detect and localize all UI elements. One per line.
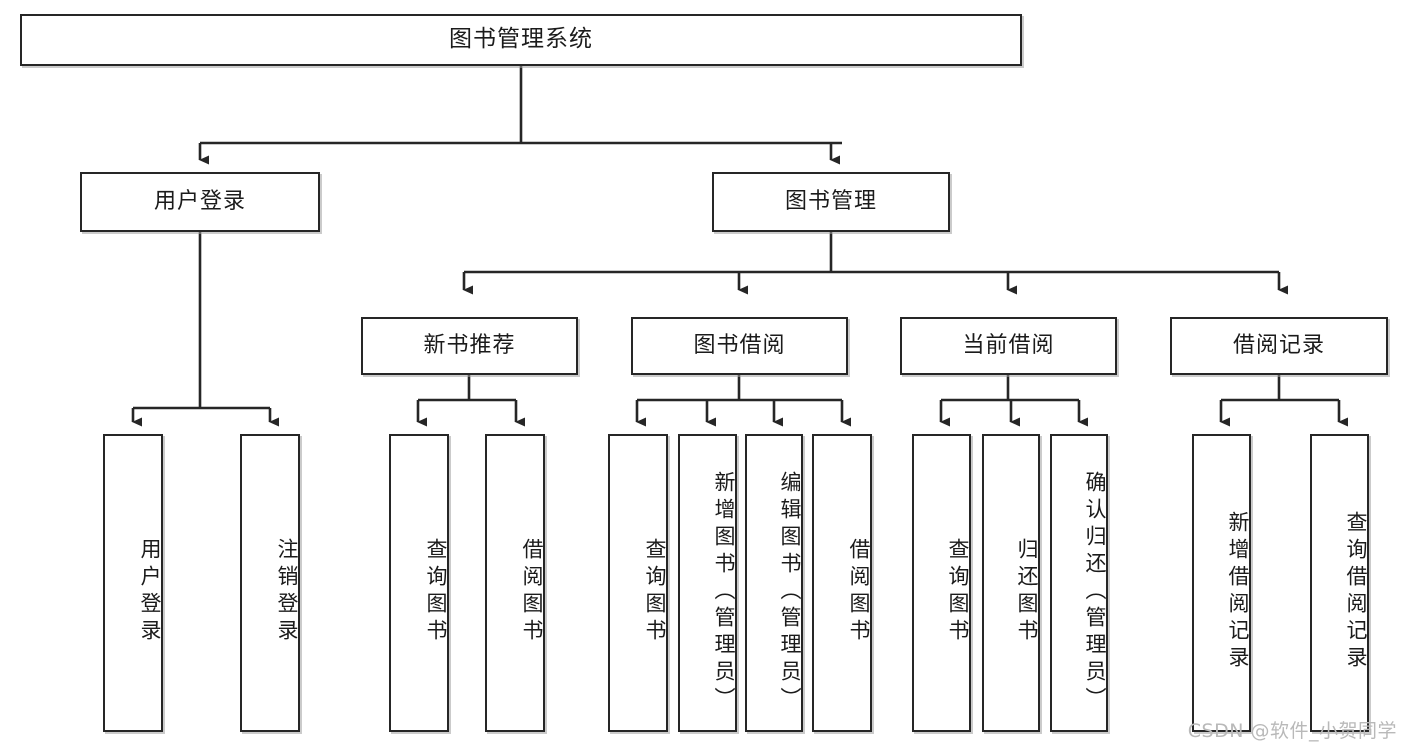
node-borrow-record[interactable]: 借阅记录 [1170, 317, 1388, 375]
node-leaf-borrow-book-2[interactable]: 借阅图书 [812, 434, 872, 732]
node-leaf-borrow-book-1[interactable]: 借阅图书 [485, 434, 545, 732]
node-leaf-query-borrow-record[interactable]: 查询借阅记录 [1310, 434, 1369, 732]
node-leaf-add-book[interactable]: 新增图书（管理员） [678, 434, 737, 732]
node-new-book-recommend[interactable]: 新书推荐 [361, 317, 578, 375]
node-root[interactable]: 图书管理系统 [20, 14, 1022, 66]
node-book-borrow[interactable]: 图书借阅 [631, 317, 848, 375]
node-leaf-query-book-1[interactable]: 查询图书 [389, 434, 449, 732]
node-leaf-user-login[interactable]: 用户登录 [103, 434, 163, 732]
node-leaf-add-borrow-record[interactable]: 新增借阅记录 [1192, 434, 1251, 732]
node-leaf-confirm-return[interactable]: 确认归还（管理员） [1050, 434, 1108, 732]
node-leaf-return-book[interactable]: 归还图书 [982, 434, 1040, 732]
node-user-login[interactable]: 用户登录 [80, 172, 320, 232]
node-book-manage[interactable]: 图书管理 [712, 172, 950, 232]
node-leaf-user-logout[interactable]: 注销登录 [240, 434, 300, 732]
node-leaf-query-book-2[interactable]: 查询图书 [608, 434, 668, 732]
watermark-text: CSDN @软件_小贺同学 [1187, 720, 1397, 742]
node-leaf-query-book-3[interactable]: 查询图书 [912, 434, 971, 732]
node-current-borrow[interactable]: 当前借阅 [900, 317, 1117, 375]
node-leaf-edit-book[interactable]: 编辑图书（管理员） [745, 434, 803, 732]
